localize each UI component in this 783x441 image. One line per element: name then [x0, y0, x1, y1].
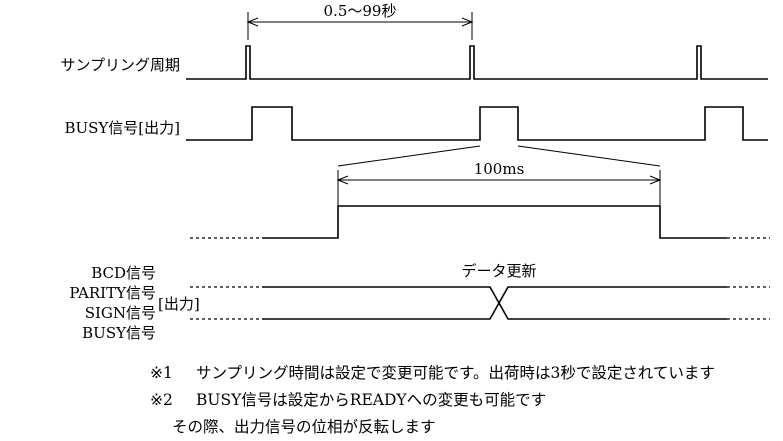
bcd-signal-label: BCD信号 — [91, 264, 156, 282]
data-update-label: データ更新 — [461, 262, 536, 280]
bus-signal — [190, 286, 770, 320]
busy-width-dimension: 100ms — [336, 160, 662, 206]
period-dimension: 0.5～99秒 — [246, 2, 474, 40]
note-2-text: BUSY信号は設定からREADYへの変更も可能です — [196, 391, 546, 409]
period-label: 0.5～99秒 — [324, 2, 397, 20]
bus-top-line — [262, 286, 727, 305]
busy-output-waveform — [186, 106, 768, 141]
zoom-pulse-waveform — [262, 205, 727, 239]
note-1-text: サンプリング時間は設定で変更可能です。出荷時は3秒で設定されています — [196, 364, 715, 382]
sampling-label: サンプリング周期 — [60, 56, 180, 74]
busy-width-label: 100ms — [474, 160, 525, 178]
period-arrow-left — [246, 17, 259, 27]
busy-signal-label: BUSY信号 — [82, 324, 156, 342]
bus-bottom-line — [262, 301, 727, 320]
bus-output-bracket: [出力] — [158, 295, 200, 313]
zoom-guide-left — [337, 145, 481, 167]
parity-signal-label: PARITY信号 — [69, 284, 156, 302]
busy-output-label: BUSY信号[出力] — [64, 119, 180, 137]
sampling-waveform — [186, 45, 768, 80]
busy-width-arrow-left — [336, 175, 349, 185]
note-2-continuation: その際、出力信号の位相が反転します — [172, 418, 436, 436]
sign-signal-label: SIGN信号 — [85, 304, 156, 322]
note-1-mark: ※1 — [150, 364, 173, 382]
period-arrow-right — [461, 17, 474, 27]
note-2-mark: ※2 — [150, 391, 173, 409]
zoom-guide-right — [517, 145, 661, 167]
busy-width-arrow-right — [649, 175, 662, 185]
